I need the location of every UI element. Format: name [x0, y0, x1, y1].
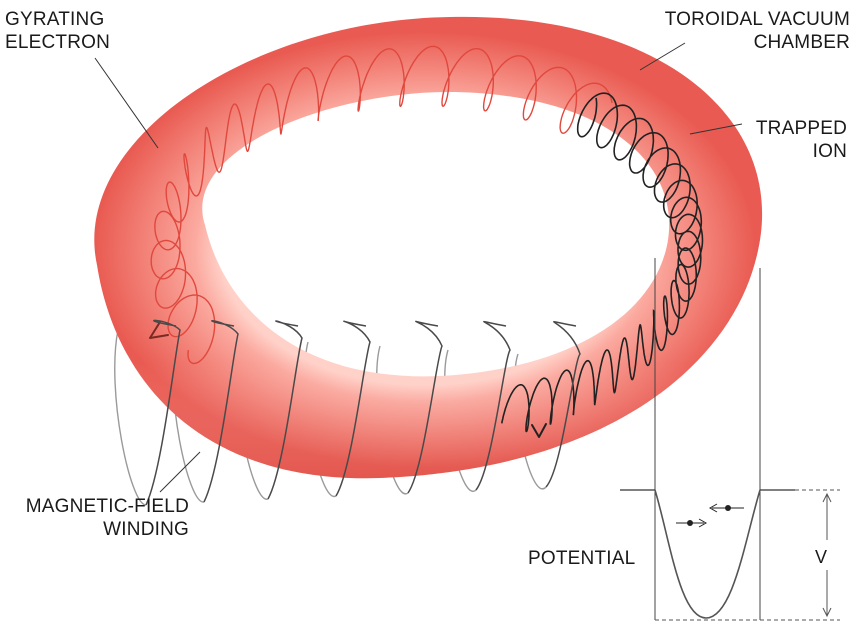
label-line: MAGNETIC-FIELD: [26, 495, 189, 518]
label-trapped-ion: TRAPPED ION: [756, 117, 847, 163]
label-line: CHAMBER: [665, 31, 850, 54]
label-line: ION: [756, 140, 847, 163]
label-line: WINDING: [26, 518, 189, 541]
label-magnetic-field-winding: MAGNETIC-FIELD WINDING: [26, 495, 189, 541]
ion-dot-icon: [710, 504, 744, 512]
label-line: ELECTRON: [5, 31, 110, 54]
leader-winding: [160, 452, 200, 492]
leader-electron: [95, 58, 158, 148]
ion-dot-icon: [676, 519, 706, 527]
label-line: TOROIDAL VACUUM: [665, 8, 850, 31]
label-line: GYRATING: [5, 8, 110, 31]
label-potential-depth: V: [815, 546, 827, 569]
label-gyrating-electron: GYRATING ELECTRON: [5, 8, 110, 54]
label-toroidal-vacuum-chamber: TOROIDAL VACUUM CHAMBER: [665, 8, 850, 54]
label-line: TRAPPED: [756, 117, 847, 140]
label-potential: POTENTIAL: [528, 547, 635, 570]
